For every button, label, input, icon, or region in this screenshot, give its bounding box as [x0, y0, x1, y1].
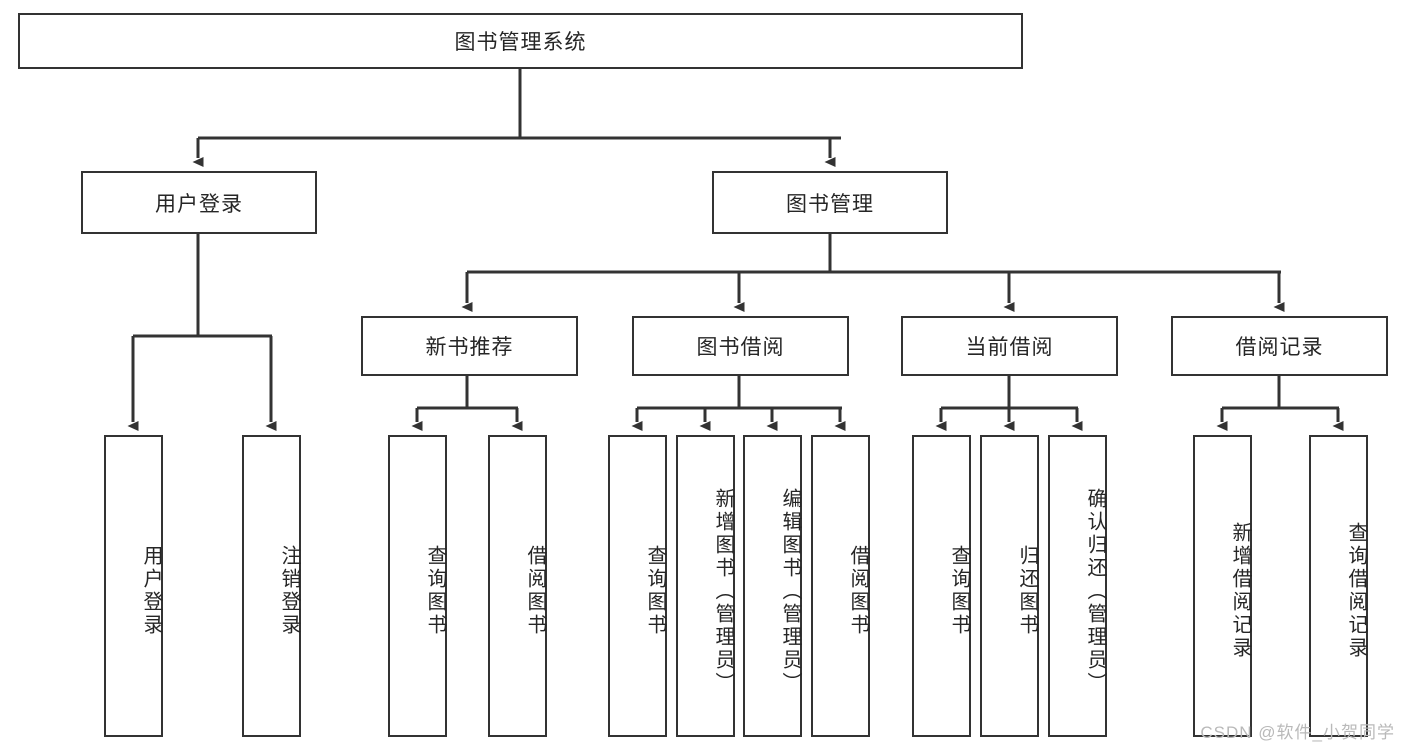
- node-root[interactable]: 图书管理系统: [18, 13, 1023, 69]
- leaf-query-book-2-label: 查询图书: [644, 545, 666, 637]
- leaf-query-record-label: 查询借阅记录: [1345, 522, 1367, 660]
- node-borrow-record[interactable]: 借阅记录: [1171, 316, 1388, 376]
- leaf-return-book-label: 归还图书: [1016, 545, 1038, 637]
- leaf-query-book-1[interactable]: 查询图书: [388, 435, 447, 737]
- leaf-add-record-label: 新增借阅记录: [1229, 522, 1251, 660]
- node-book-borrow[interactable]: 图书借阅: [632, 316, 849, 376]
- node-current-borrow[interactable]: 当前借阅: [901, 316, 1118, 376]
- leaf-return-book[interactable]: 归还图书: [980, 435, 1039, 737]
- node-user-login-label: 用户登录: [155, 192, 243, 216]
- leaf-user-login-label: 用户登录: [140, 545, 162, 637]
- node-user-login[interactable]: 用户登录: [81, 171, 317, 234]
- leaf-borrow-book-1-label: 借阅图书: [524, 545, 546, 637]
- leaf-query-record[interactable]: 查询借阅记录: [1309, 435, 1368, 737]
- leaf-add-book-label: 新增图书（管理员）: [712, 487, 734, 695]
- node-book-management[interactable]: 图书管理: [712, 171, 948, 234]
- leaf-edit-book[interactable]: 编辑图书（管理员）: [743, 435, 802, 737]
- leaf-add-record[interactable]: 新增借阅记录: [1193, 435, 1252, 737]
- leaf-query-book-1-label: 查询图书: [424, 545, 446, 637]
- leaf-borrow-book-2-label: 借阅图书: [847, 545, 869, 637]
- node-new-book-recommend[interactable]: 新书推荐: [361, 316, 578, 376]
- node-root-label: 图书管理系统: [454, 31, 587, 54]
- node-borrow-record-label: 借阅记录: [1235, 336, 1324, 359]
- leaf-borrow-book-1[interactable]: 借阅图书: [488, 435, 547, 737]
- leaf-confirm-return[interactable]: 确认归还（管理员）: [1048, 435, 1107, 737]
- leaf-add-book[interactable]: 新增图书（管理员）: [676, 435, 735, 737]
- leaf-borrow-book-2[interactable]: 借阅图书: [811, 435, 870, 737]
- leaf-edit-book-label: 编辑图书（管理员）: [779, 487, 801, 695]
- node-current-borrow-label: 当前借阅: [965, 336, 1054, 359]
- leaf-query-book-2[interactable]: 查询图书: [608, 435, 667, 737]
- node-book-management-label: 图书管理: [786, 192, 874, 216]
- leaf-confirm-return-label: 确认归还（管理员）: [1084, 487, 1106, 695]
- node-new-book-recommend-label: 新书推荐: [425, 336, 514, 359]
- leaf-logout-login-label: 注销登录: [278, 545, 300, 637]
- node-book-borrow-label: 图书借阅: [696, 336, 785, 359]
- leaf-query-book-3[interactable]: 查询图书: [912, 435, 971, 737]
- leaf-logout-login[interactable]: 注销登录: [242, 435, 301, 737]
- leaf-user-login[interactable]: 用户登录: [104, 435, 163, 737]
- leaf-query-book-3-label: 查询图书: [948, 545, 970, 637]
